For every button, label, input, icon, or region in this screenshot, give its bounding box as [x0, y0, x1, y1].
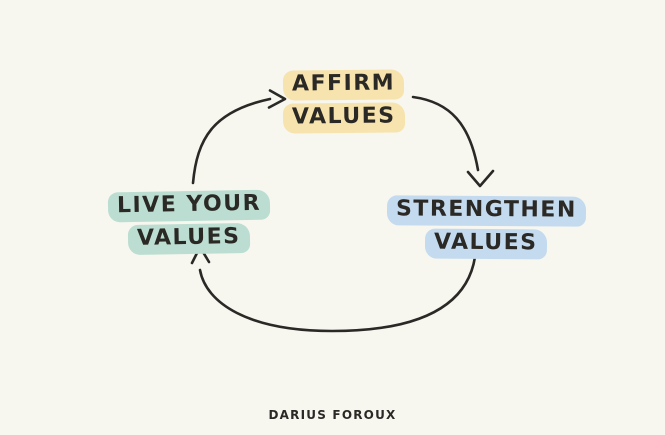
arrow-down-head-icon — [466, 169, 495, 188]
node-affirm-values-line1: AFFIRM — [283, 69, 405, 101]
signature: DARIUS FOROUX — [268, 408, 397, 422]
arrow-live-to-affirm — [191, 89, 287, 185]
node-affirm-values: AFFIRM VALUES — [244, 69, 444, 134]
arrow-live-to-affirm-shaft — [191, 97, 272, 185]
arrow-affirm-to-strengthen — [411, 95, 495, 188]
arrow-affirm-to-strengthen-shaft — [411, 95, 480, 172]
node-affirm-values-line2: VALUES — [283, 102, 405, 134]
node-strengthen-values-line1: STRENGTHEN — [386, 195, 586, 227]
arrow-right-head-icon — [267, 89, 287, 109]
node-live-your-values-line1: LIVE YOUR — [107, 189, 271, 223]
node-live-your-values-line2: VALUES — [127, 222, 251, 255]
node-strengthen-values: STRENGTHEN VALUES — [376, 195, 596, 260]
node-live-your-values: LIVE YOUR VALUES — [89, 189, 289, 255]
node-strengthen-values-line2: VALUES — [425, 228, 547, 260]
arrow-strengthen-to-live — [190, 245, 477, 333]
arrow-strengthen-to-live-shaft — [198, 255, 477, 333]
